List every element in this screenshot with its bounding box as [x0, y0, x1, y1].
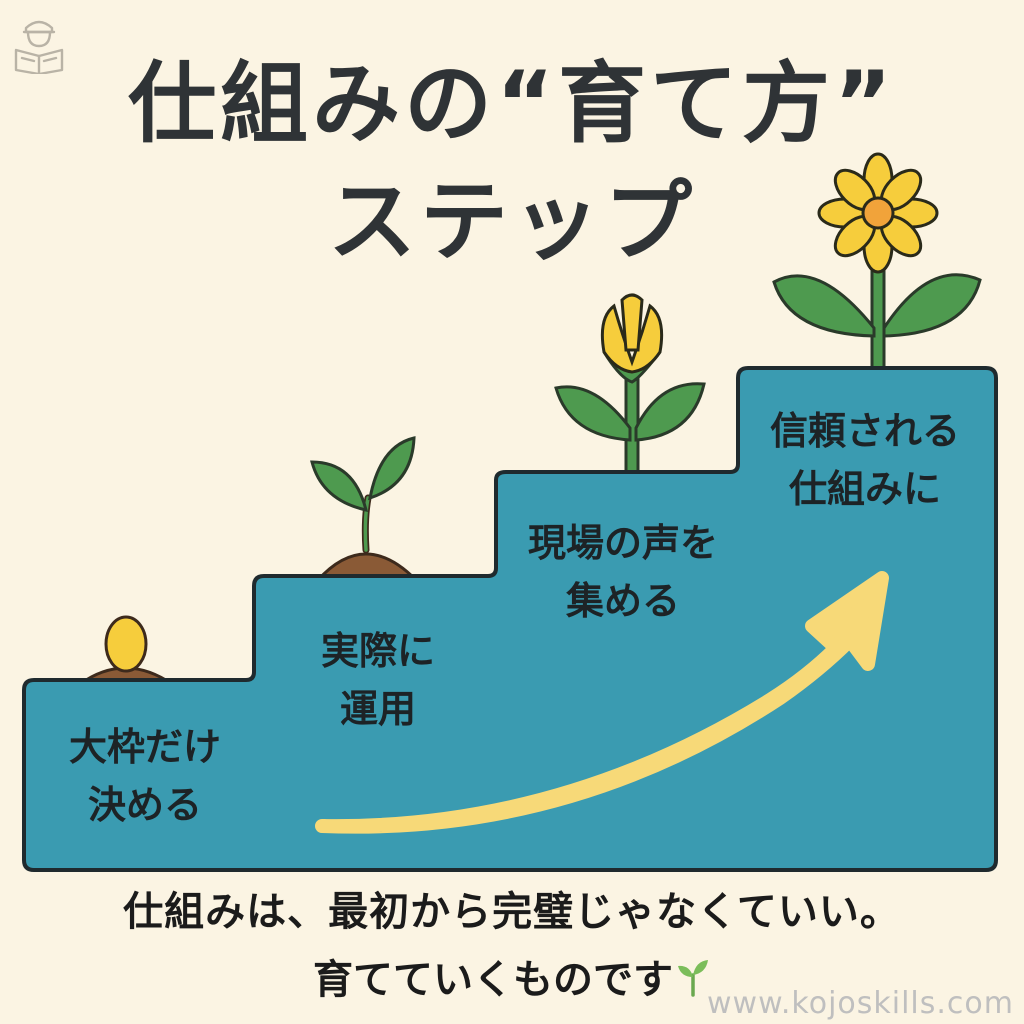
step-4-label-line-2: 仕組みに — [788, 467, 941, 511]
step-2-label: 実際に 運用 — [258, 622, 498, 738]
flower-icon — [772, 152, 982, 374]
sprout-icon — [310, 436, 420, 582]
caption-line-1: 仕組みは、最初から完璧じゃなくていい。 — [123, 889, 901, 935]
step-4-label: 信頼される 仕組みに — [740, 402, 990, 518]
growth-arrow-icon — [315, 571, 889, 834]
bud-icon — [554, 293, 706, 476]
sprout-emoji-icon — [678, 960, 708, 997]
step-2-label-line-1: 実際に — [320, 629, 435, 673]
website-url: www.kojoskills.com — [707, 986, 1014, 1021]
staircase-shape — [22, 366, 998, 872]
page-title-line-1: 仕組みの“育て方” — [128, 52, 896, 155]
caption-line-2-text: 育てていくものです — [313, 957, 673, 1003]
seed-icon — [75, 615, 177, 686]
step-1-label-line-1: 大枠だけ — [68, 725, 221, 769]
step-1-label: 大枠だけ 決める — [40, 718, 250, 834]
step-1-label-line-2: 決める — [87, 783, 202, 827]
page-title-line-2: ステップ — [327, 170, 696, 273]
reading-person-icon — [14, 20, 64, 74]
step-4-label-line-1: 信頼される — [769, 409, 960, 453]
step-3-label: 現場の声を 集める — [498, 514, 748, 630]
step-3-label-line-1: 現場の声を — [527, 521, 718, 565]
caption-line-2: 育てていくものです — [0, 952, 1024, 1008]
step-2-label-line-2: 運用 — [339, 687, 416, 731]
step-3-label-line-2: 集める — [565, 579, 680, 623]
